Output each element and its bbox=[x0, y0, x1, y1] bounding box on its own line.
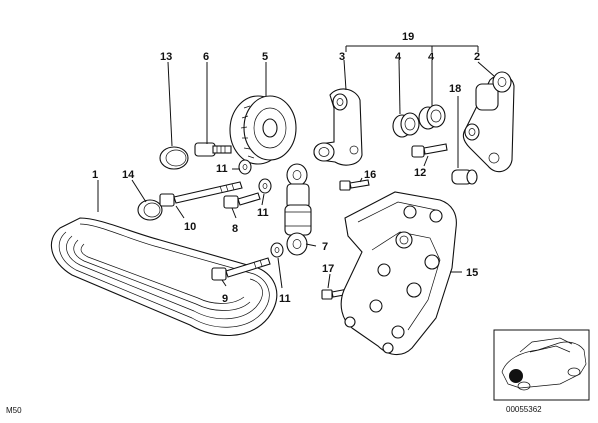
callout-5: 5 bbox=[262, 51, 268, 63]
diagram-number: 00055362 bbox=[506, 405, 542, 414]
hydraulic-tensioner[interactable] bbox=[284, 163, 312, 256]
support-bracket[interactable] bbox=[462, 71, 515, 173]
callout-15: 15 bbox=[466, 267, 478, 279]
callout-17: 17 bbox=[322, 263, 334, 275]
washer-11-lower[interactable] bbox=[270, 242, 284, 258]
tensioner-bracket-arm[interactable] bbox=[313, 88, 363, 166]
leader-lines bbox=[97, 45, 495, 289]
callout-18: 18 bbox=[449, 83, 461, 95]
bushing-4a[interactable] bbox=[392, 112, 420, 138]
callout-14: 14 bbox=[122, 169, 135, 181]
washer-11-upper[interactable] bbox=[238, 159, 252, 175]
screw-16[interactable] bbox=[339, 179, 370, 191]
callout-16: 16 bbox=[364, 169, 376, 181]
callout-19: 19 bbox=[402, 31, 414, 43]
bolt-6[interactable] bbox=[194, 142, 232, 157]
drive-belt[interactable] bbox=[51, 217, 278, 336]
callout-3: 3 bbox=[339, 51, 345, 63]
long-bolt-10[interactable] bbox=[159, 181, 243, 207]
bushing-4b[interactable] bbox=[418, 104, 446, 130]
callout-1: 1 bbox=[92, 169, 98, 181]
callout-labels: 1 14 13 6 5 3 4 4 2 19 18 11 12 16 10 8 … bbox=[92, 31, 480, 305]
bolt-8[interactable] bbox=[223, 192, 261, 209]
tension-pulley[interactable] bbox=[229, 95, 297, 165]
callout-12: 12 bbox=[414, 167, 426, 179]
callout-11c: 11 bbox=[279, 293, 291, 305]
callout-8: 8 bbox=[232, 223, 238, 235]
callout-7: 7 bbox=[322, 241, 328, 253]
car-locator-inset bbox=[493, 329, 590, 401]
callout-4b: 4 bbox=[428, 51, 435, 63]
bolt-9[interactable] bbox=[211, 257, 271, 281]
engine-location-marker bbox=[509, 369, 523, 383]
callout-6: 6 bbox=[203, 51, 209, 63]
model-code: M50 bbox=[6, 406, 22, 415]
callout-10: 10 bbox=[184, 221, 196, 233]
callout-11a: 11 bbox=[216, 163, 228, 175]
callout-11b: 11 bbox=[257, 207, 269, 219]
callout-9: 9 bbox=[222, 293, 228, 305]
cover-cap[interactable] bbox=[159, 146, 189, 170]
main-mounting-bracket[interactable] bbox=[340, 191, 457, 356]
washer-11-middle[interactable] bbox=[258, 178, 272, 194]
callout-4a: 4 bbox=[395, 51, 402, 63]
bolt-12[interactable] bbox=[411, 143, 448, 158]
callout-13: 13 bbox=[160, 51, 172, 63]
cover-cap-small[interactable] bbox=[137, 199, 163, 221]
callout-2: 2 bbox=[474, 51, 480, 63]
sleeve-18[interactable] bbox=[451, 169, 478, 185]
